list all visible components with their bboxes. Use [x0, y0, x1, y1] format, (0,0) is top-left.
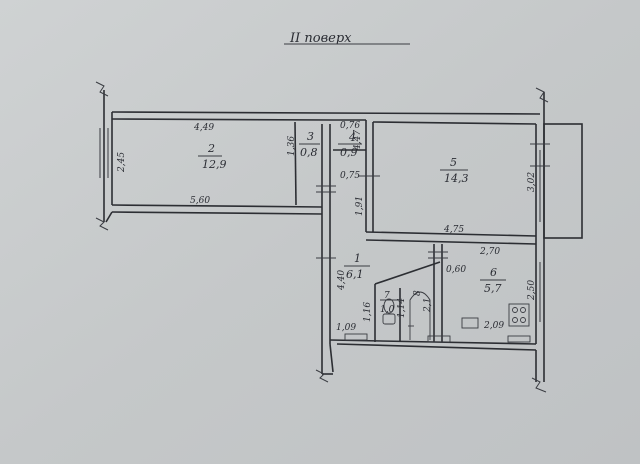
radiator-icon — [344, 333, 531, 343]
room-label-3: 3 0,8 — [299, 130, 320, 159]
room-label-5: 5 14,3 — [440, 156, 469, 185]
dim-room6-bottom: 2,09 — [483, 321, 504, 331]
room-label-8: 8 2,1 — [413, 290, 433, 313]
svg-text:1,0: 1,0 — [380, 305, 395, 315]
svg-text:8: 8 — [413, 290, 423, 296]
dim-bath-width: 0,60 — [446, 265, 466, 275]
svg-text:6: 6 — [490, 266, 497, 279]
svg-text:2: 2 — [207, 142, 215, 155]
dim-room2-top: 4,49 — [193, 123, 214, 133]
room-label-1: 1 6,1 — [344, 252, 370, 281]
svg-text:7: 7 — [384, 291, 390, 301]
svg-text:2,1: 2,1 — [423, 298, 433, 313]
stove-icon — [508, 303, 530, 327]
sink-icon — [461, 317, 479, 329]
dim-room2-height: 2,45 — [117, 152, 127, 173]
dim-room1-height: 4,40 — [337, 270, 347, 291]
dim-room5-height: 3,02 — [527, 172, 537, 192]
dim-room2-bottom: 5,60 — [190, 196, 210, 206]
svg-text:14,3: 14,3 — [444, 172, 469, 185]
svg-text:12,9: 12,9 — [202, 158, 227, 171]
dim-room6-height: 2,50 — [527, 280, 537, 301]
plan-title: II поверх — [289, 31, 352, 46]
svg-text:3: 3 — [307, 130, 314, 143]
dim-room4-top: 0,76 — [340, 121, 360, 131]
svg-text:5,7: 5,7 — [484, 282, 502, 295]
dim-room4-width: 4,47 — [353, 130, 363, 151]
bathroom-fixtures — [344, 291, 531, 343]
dim-bath-height: 1,14 — [397, 298, 407, 318]
walls — [99, 90, 583, 382]
room-label-2: 2 12,9 — [198, 142, 227, 171]
dim-room6-top: 2,70 — [479, 247, 500, 257]
svg-text:0,9: 0,9 — [340, 146, 358, 159]
dim-room1-bottom: 1,09 — [336, 323, 356, 333]
break-marks — [95, 81, 549, 393]
dimension-labels: 4,49 5,60 2,45 1,36 0,76 4,47 0,75 1,91 … — [117, 121, 537, 333]
room-label-4: 4 0,9 — [338, 131, 362, 159]
svg-text:1: 1 — [354, 252, 361, 265]
door-marks — [316, 143, 550, 259]
dim-corridor-height: 1,91 — [355, 196, 365, 216]
dim-room5-bottom: 4,75 — [443, 225, 464, 235]
dim-toilet-height: 1,16 — [363, 302, 373, 322]
svg-text:0,8: 0,8 — [300, 146, 318, 159]
svg-text:6,1: 6,1 — [346, 268, 364, 281]
dim-room3-width: 1,36 — [287, 136, 297, 156]
svg-text:5: 5 — [450, 156, 457, 169]
bathtub-icon — [408, 291, 431, 340]
toilet-icon — [382, 298, 396, 325]
room-label-7: 7 1,0 — [380, 291, 398, 315]
dim-corridor-width: 0,75 — [340, 171, 360, 181]
svg-text:4: 4 — [348, 131, 356, 144]
room-label-6: 6 5,7 — [480, 266, 506, 295]
